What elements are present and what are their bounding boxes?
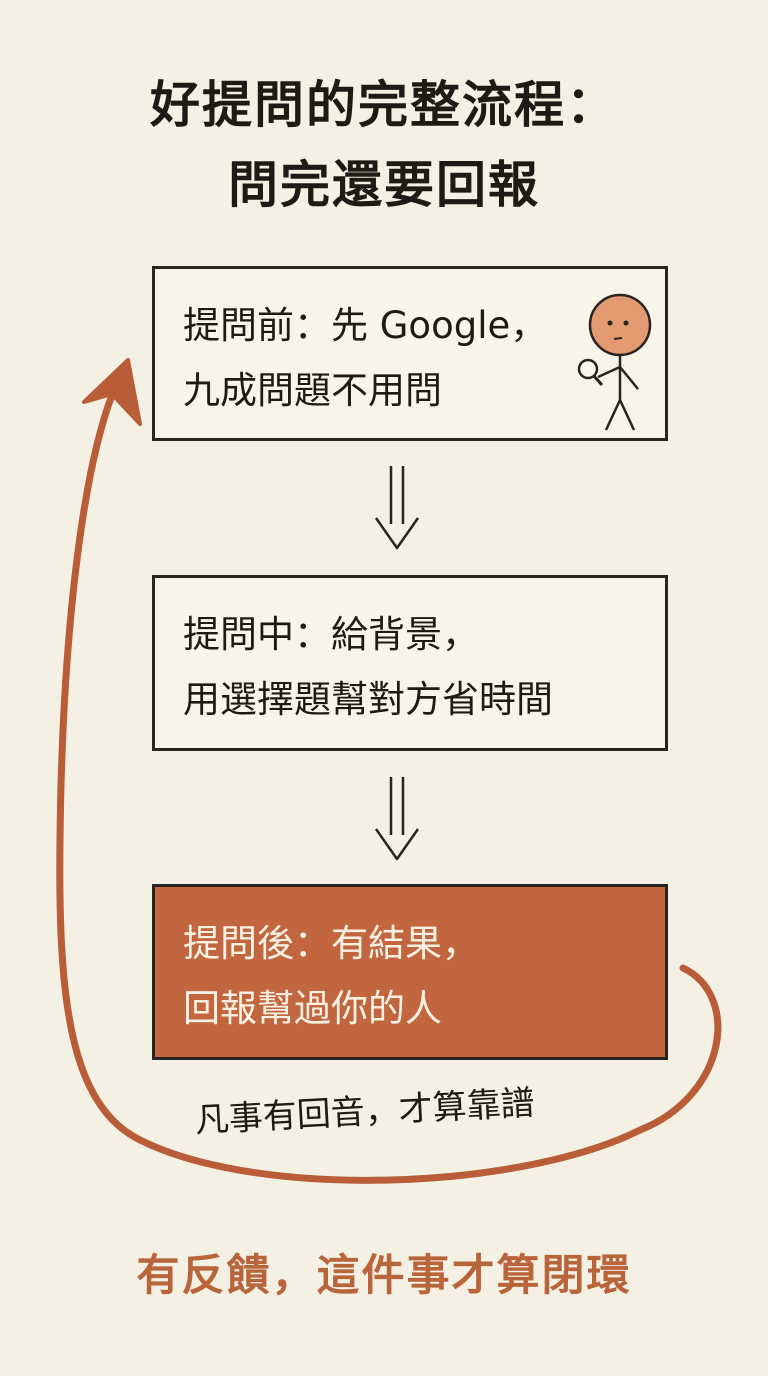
double-line-down-arrow-icon — [374, 777, 420, 861]
footer-caption: 有反饋，這件事才算閉環 — [136, 1251, 632, 1301]
person-with-magnifier-icon — [577, 293, 652, 431]
step-during-line1: 提問中：給背景， — [183, 613, 479, 656]
step-before-line2: 九成問題不用問 — [183, 369, 442, 412]
loop-label: 凡事有回音，才算靠譜 — [193, 1083, 536, 1141]
page-title-line2: 問完還要回報 — [228, 156, 540, 214]
double-line-down-arrow-icon — [374, 466, 420, 550]
step-box-after: 提問後：有結果， 回報幫過你的人 — [152, 884, 668, 1060]
step-after-line2: 回報幫過你的人 — [183, 987, 442, 1030]
step-before-line1: 提問前：先 Google， — [183, 304, 548, 347]
step-after-line1: 提問後：有結果， — [183, 922, 479, 965]
page-title-line1: 好提問的完整流程： — [150, 76, 618, 134]
step-box-before: 提問前：先 Google， 九成問題不用問 — [152, 266, 668, 441]
step-box-during: 提問中：給背景， 用選擇題幫對方省時間 — [152, 575, 668, 751]
step-during-line2: 用選擇題幫對方省時間 — [183, 678, 553, 721]
